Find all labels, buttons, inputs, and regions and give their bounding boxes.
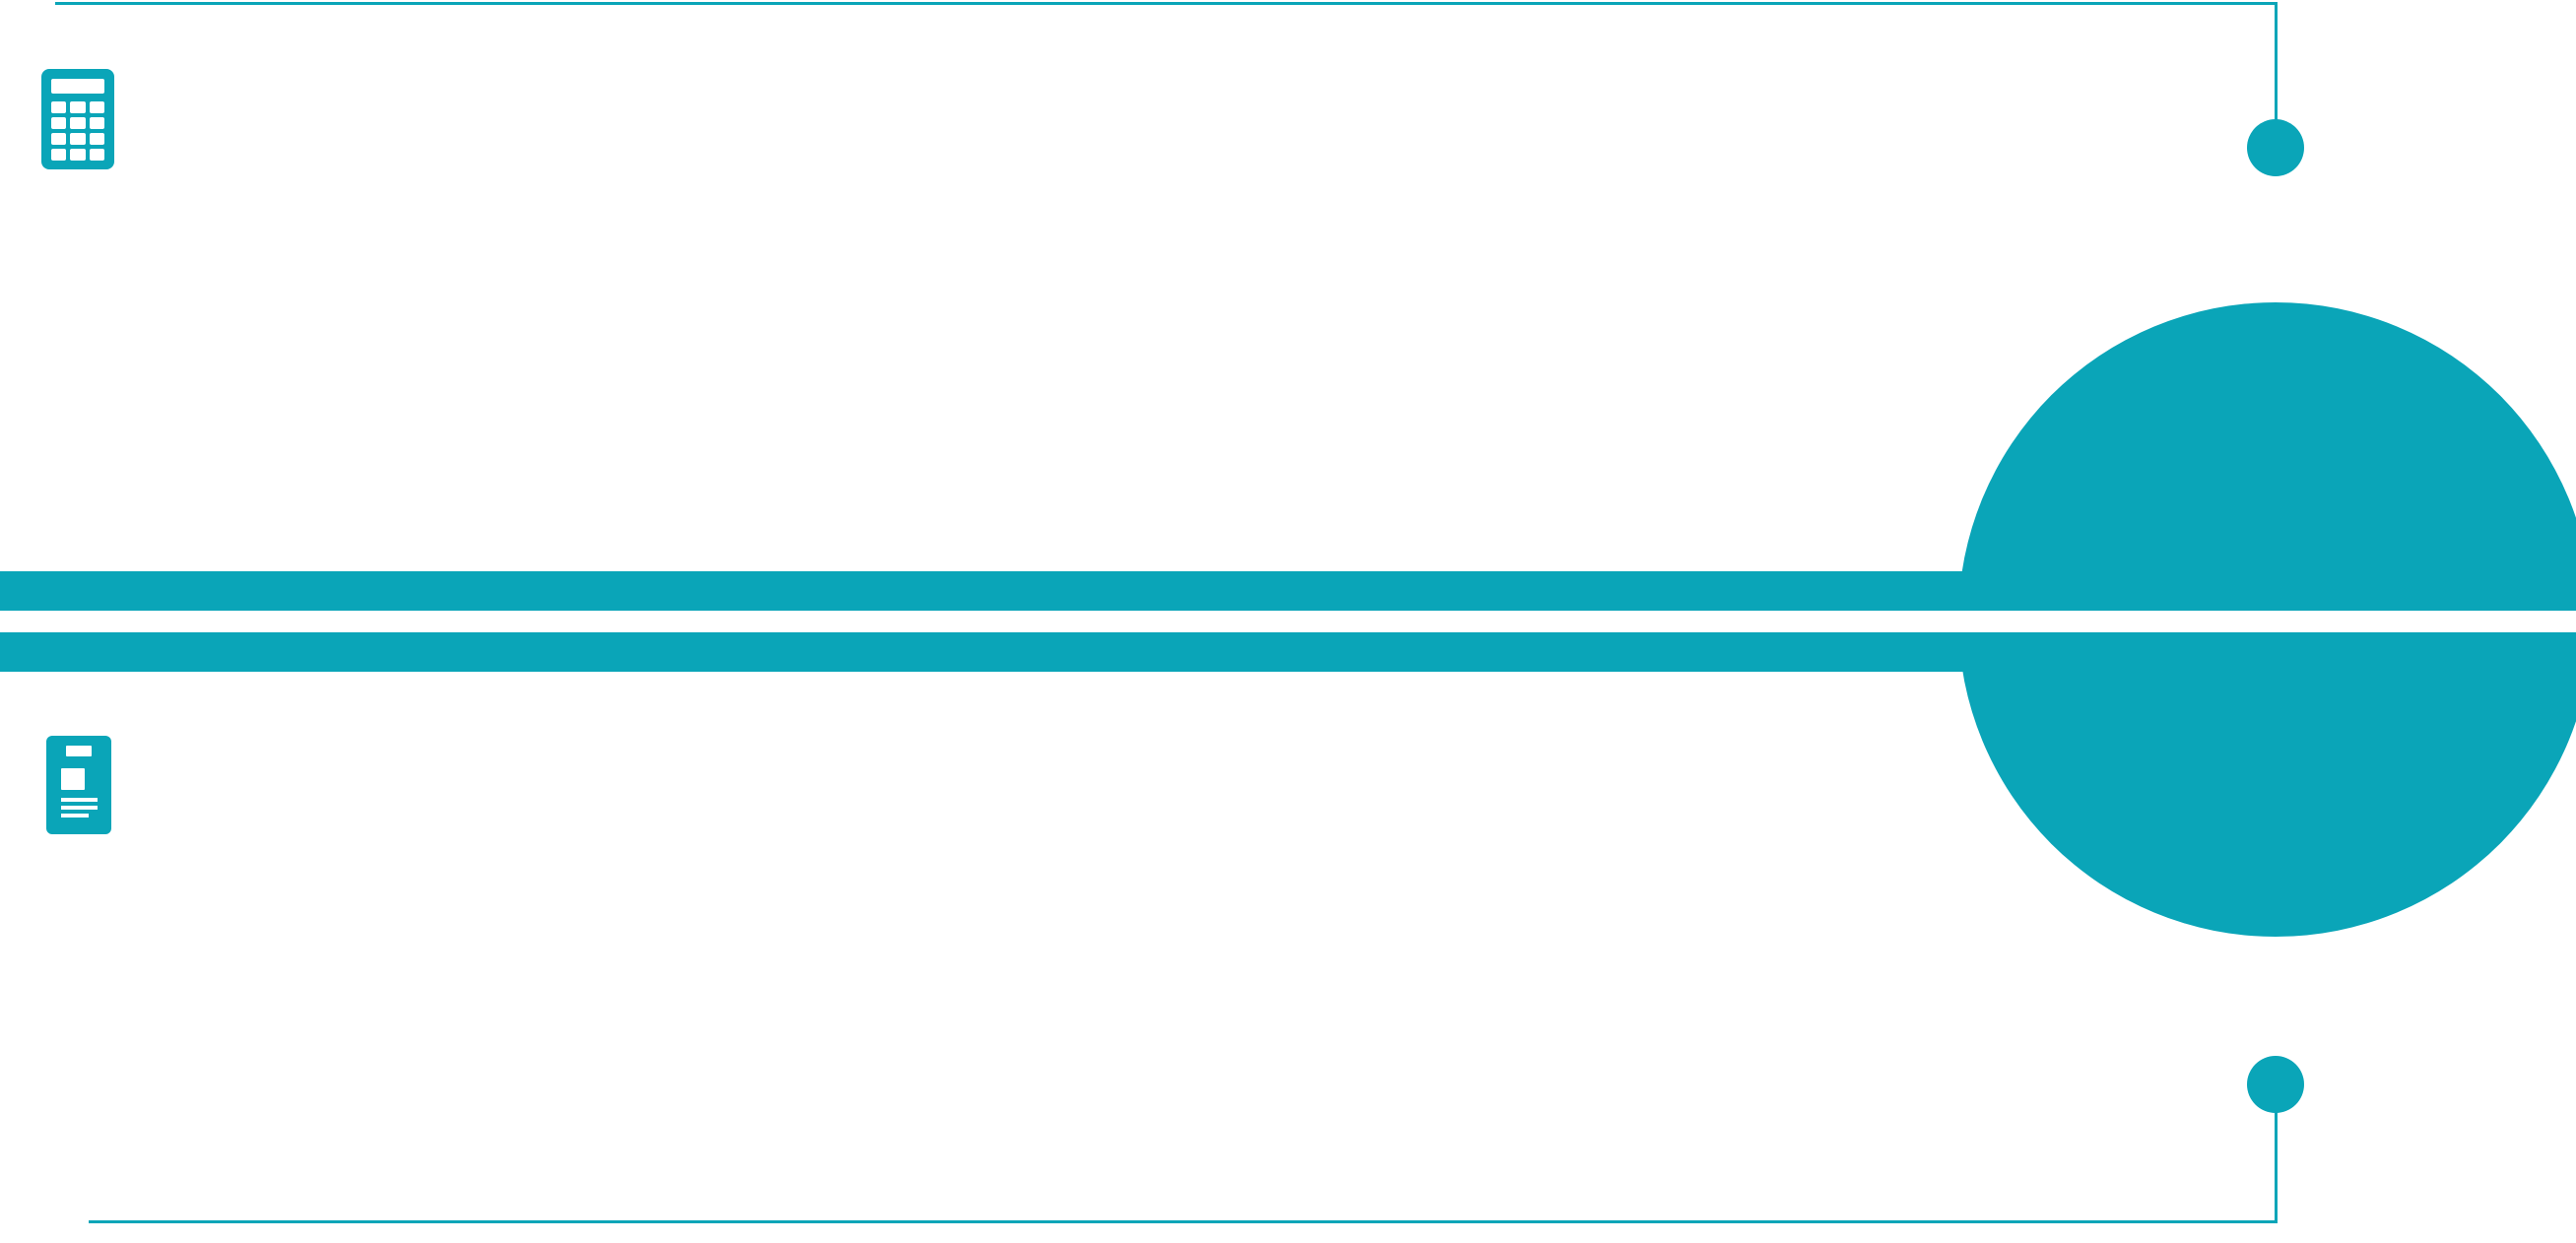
calculator-icon	[41, 69, 114, 169]
top-connector-line	[2275, 2, 2278, 124]
calculator-display	[51, 79, 104, 94]
report-icon	[46, 736, 111, 834]
top-connector-dot	[2247, 119, 2304, 176]
calculator-key	[51, 117, 67, 129]
bottom-border-line	[89, 1220, 2278, 1223]
calculator-keypad	[51, 101, 104, 161]
calculator-key	[70, 101, 86, 113]
calculator-key	[89, 149, 104, 161]
ribbon-bar-bottom	[0, 632, 2069, 672]
report-icon-header	[66, 746, 92, 756]
calculator-key	[51, 149, 67, 161]
bottom-connector-line	[2275, 1109, 2278, 1223]
bottom-connector-dot	[2247, 1056, 2304, 1113]
calculator-key	[51, 101, 67, 113]
ribbon-bar-top	[0, 571, 2069, 611]
report-icon-text-line	[61, 806, 98, 810]
circle-split-gap	[1950, 611, 2576, 632]
calculator-key	[89, 101, 104, 113]
calculator-key	[70, 149, 86, 161]
top-border-line	[55, 2, 2278, 5]
calculator-key	[70, 133, 86, 145]
calculator-key	[89, 117, 104, 129]
calculator-key	[51, 133, 67, 145]
report-icon-text-line	[61, 814, 89, 818]
report-icon-image-block	[61, 768, 85, 790]
calculator-key	[89, 133, 104, 145]
report-icon-text-line	[61, 798, 98, 802]
calculator-key	[70, 117, 86, 129]
